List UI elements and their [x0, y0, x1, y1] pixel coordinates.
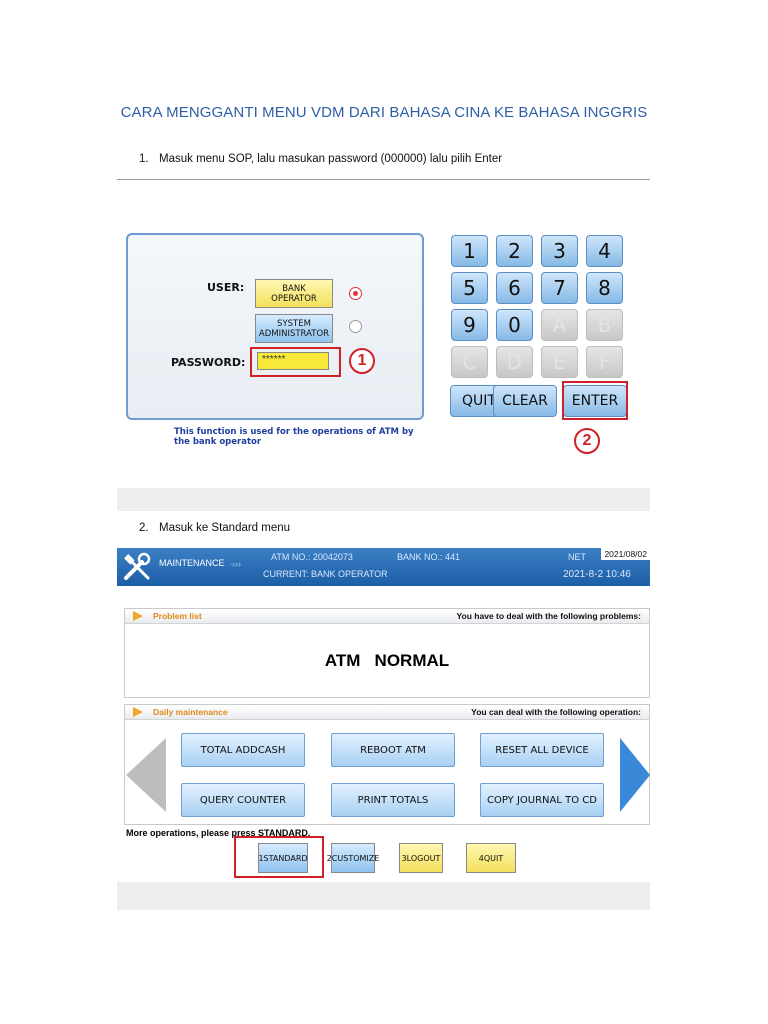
key-d: D	[496, 346, 533, 378]
step-2-text: Masuk ke Standard menu	[159, 522, 291, 534]
date-chip: 2021/08/02	[601, 548, 650, 560]
key-f: F	[586, 346, 623, 378]
step-2: 2. Masuk ke Standard menu	[139, 522, 290, 534]
daily-maintenance-title: Daily maintenance	[153, 707, 228, 717]
datetime: 2021-8-2 10:46	[563, 569, 631, 580]
password-field[interactable]: ******	[257, 352, 329, 370]
step-1-text: Masuk menu SOP, lalu masukan password (0…	[159, 153, 503, 165]
bank-operator-radio[interactable]	[349, 287, 362, 300]
bank-number: BANK NO.: 441	[397, 552, 461, 562]
step-2-number: 2.	[139, 522, 149, 534]
key-3[interactable]: 3	[541, 235, 578, 267]
callout-2: 2	[574, 428, 600, 454]
step-1: 1. Masuk menu SOP, lalu masukan password …	[139, 153, 502, 165]
key-8[interactable]: 8	[586, 272, 623, 304]
password-label: PASSWORD:	[171, 356, 246, 369]
enter-key[interactable]: ENTER	[563, 385, 627, 417]
key-c: C	[451, 346, 488, 378]
key-1[interactable]: 1	[451, 235, 488, 267]
quit-button[interactable]: 4QUIT	[466, 843, 516, 873]
logout-button[interactable]: 3LOGOUT	[399, 843, 443, 873]
key-6[interactable]: 6	[496, 272, 533, 304]
highlight-standard	[234, 836, 324, 878]
more-operations-text: More operations, please press STANDARD.	[126, 828, 311, 838]
standard-button[interactable]: 1STANDARD	[258, 843, 308, 873]
key-b: B	[586, 309, 623, 341]
reset-all-device-button[interactable]: RESET ALL DEVICE	[480, 733, 604, 767]
triangle-icon	[133, 707, 143, 717]
bank-operator-label: BANK OPERATOR	[271, 283, 317, 304]
query-counter-button[interactable]: QUERY COUNTER	[181, 783, 305, 817]
gray-band	[117, 488, 650, 511]
key-5[interactable]: 5	[451, 272, 488, 304]
problem-list-note: You have to deal with the following prob…	[456, 611, 642, 621]
highlight-enter	[562, 381, 628, 420]
document-title: CARA MENGGANTI MENU VDM DARI BAHASA CINA…	[120, 104, 648, 121]
system-admin-radio[interactable]	[349, 320, 362, 333]
user-label: USER:	[207, 281, 245, 294]
current-user: CURRENT: BANK OPERATOR	[263, 569, 388, 579]
key-2[interactable]: 2	[496, 235, 533, 267]
atm-number: ATM NO.: 20042073	[271, 552, 353, 562]
net-label: NET	[568, 552, 586, 562]
step-1-number: 1.	[139, 153, 149, 165]
tools-icon	[124, 552, 151, 580]
bank-operator-button[interactable]: BANK OPERATOR	[255, 279, 333, 308]
daily-maintenance-header: Daily maintenance You can deal with the …	[125, 705, 649, 720]
mode-label: MAINTENANCE	[159, 558, 225, 568]
atm-status: ATM NORMAL	[324, 651, 450, 670]
key-4[interactable]: 4	[586, 235, 623, 267]
customize-button[interactable]: 2CUSTOMIZE	[327, 843, 379, 873]
divider	[117, 179, 650, 180]
clear-key[interactable]: CLEAR	[493, 385, 557, 417]
previous-arrow-icon[interactable]	[126, 738, 168, 812]
key-9[interactable]: 9	[451, 309, 488, 341]
system-admin-button[interactable]: SYSTEM ADMINISTRATOR	[255, 314, 333, 343]
maintenance-header: MAINTENANCE ·››› ATM NO.: 20042073 BANK …	[117, 548, 650, 586]
reboot-atm-button[interactable]: REBOOT ATM	[331, 733, 455, 767]
copy-journal-button[interactable]: COPY JOURNAL TO CD	[480, 783, 604, 817]
key-7[interactable]: 7	[541, 272, 578, 304]
key-a: A	[541, 309, 578, 341]
triangle-icon	[133, 611, 143, 621]
callout-1: 1	[349, 348, 375, 374]
daily-maintenance-note: You can deal with the following operatio…	[471, 707, 641, 717]
key-e: E	[541, 346, 578, 378]
gray-band-bottom	[117, 882, 650, 910]
arrows-icon: ·›››	[229, 559, 241, 569]
key-0[interactable]: 0	[496, 309, 533, 341]
highlight-password	[250, 347, 341, 377]
total-addcash-button[interactable]: TOTAL ADDCASH	[181, 733, 305, 767]
print-totals-button[interactable]: PRINT TOTALS	[331, 783, 455, 817]
system-admin-label: SYSTEM ADMINISTRATOR	[258, 318, 330, 339]
next-arrow-icon[interactable]	[620, 738, 650, 812]
problem-list-header: Problem list You have to deal with the f…	[125, 609, 649, 624]
problem-list-section: Problem list You have to deal with the f…	[124, 608, 650, 698]
problem-list-title: Problem list	[153, 611, 202, 621]
login-hint: This function is used for the operations…	[174, 427, 414, 447]
